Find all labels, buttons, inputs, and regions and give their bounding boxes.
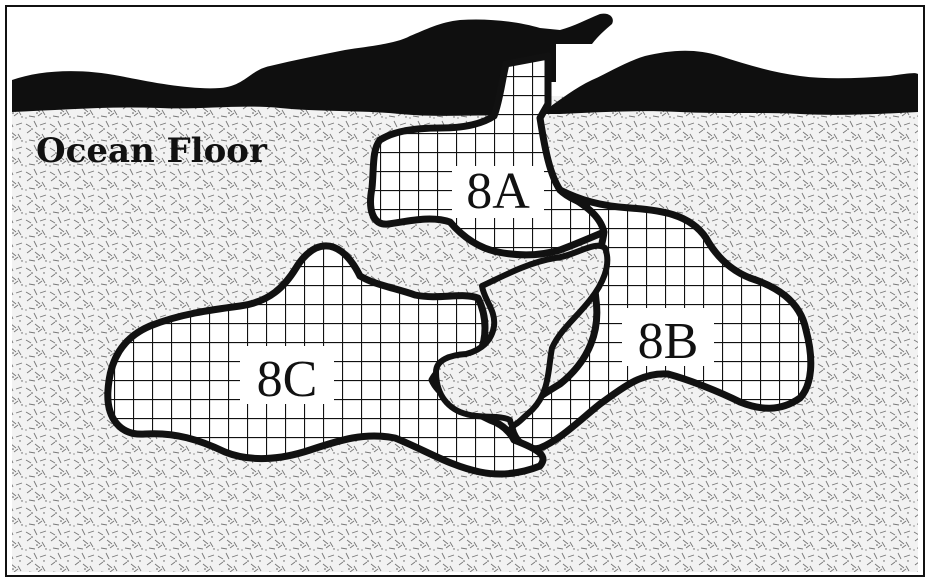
region-label-8a: 8A	[466, 163, 530, 220]
region-label-8b: 8B	[638, 313, 699, 370]
region-label-8c: 8C	[257, 351, 318, 408]
ocean-floor-label: Ocean Floor	[36, 131, 268, 171]
